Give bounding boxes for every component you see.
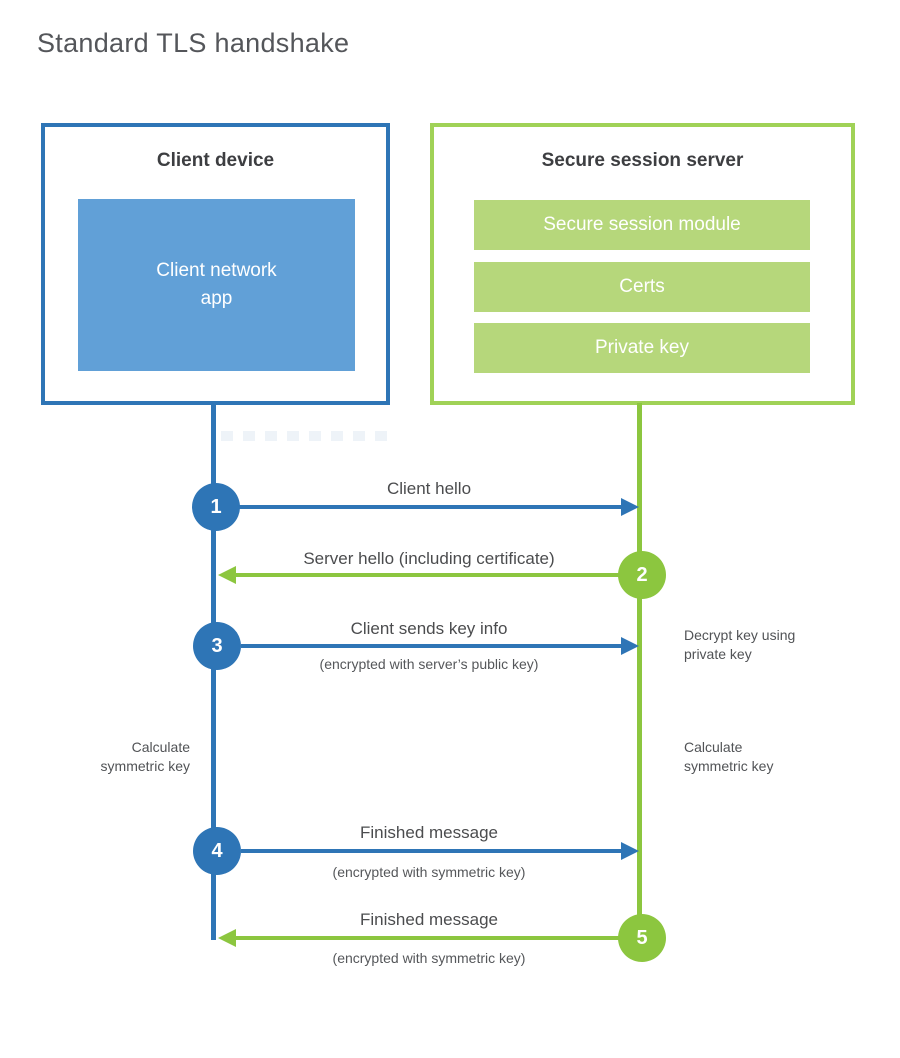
note-decrypt-key: Decrypt key using private key <box>684 627 796 662</box>
arrow-head-right-icon <box>621 842 639 860</box>
message-sublabel-4: (encrypted with symmetric key) <box>332 864 526 880</box>
message-arrow-1-line <box>239 505 621 509</box>
message-label-1: Client hello <box>386 479 472 498</box>
arrow-head-left-icon <box>218 566 236 584</box>
message-sublabel-5: (encrypted with symmetric key) <box>332 950 526 966</box>
server-module-certs: Certs <box>474 262 810 312</box>
client-network-app-module: Client network app <box>78 199 355 371</box>
step-circle-1: 1 <box>192 483 240 531</box>
message-arrow-2-line <box>236 573 640 577</box>
step-circle-2: 2 <box>618 551 666 599</box>
note-calc-symmetric-client: Calculate symmetric key <box>100 739 190 774</box>
arrow-head-right-icon <box>621 498 639 516</box>
message-sublabel-3: (encrypted with server’s public key) <box>319 656 539 672</box>
message-label-2: Server hello (including certificate) <box>303 549 555 568</box>
message-label-5: Finished message <box>360 910 498 929</box>
client-app-label: Client network app <box>156 260 277 309</box>
message-label-3: Client sends key info <box>350 619 508 638</box>
faint-dashes-artifact <box>221 431 393 441</box>
client-lifeline <box>211 403 216 940</box>
arrow-head-left-icon <box>218 929 236 947</box>
message-label-4: Finished message <box>360 823 498 842</box>
page-title: Standard TLS handshake <box>37 28 350 58</box>
client-device-title: Client device <box>156 150 275 171</box>
server-box-title: Secure session server <box>541 150 744 171</box>
message-arrow-5-line <box>236 936 640 940</box>
note-calc-symmetric-server: Calculate symmetric key <box>684 739 774 774</box>
step-circle-5: 5 <box>618 914 666 962</box>
server-module-secure-session: Secure session module <box>474 200 810 250</box>
message-arrow-3-line <box>241 644 621 648</box>
step-circle-3: 3 <box>193 622 241 670</box>
server-lifeline <box>637 403 642 938</box>
server-module-private-key: Private key <box>474 323 810 373</box>
arrow-head-right-icon <box>621 637 639 655</box>
message-arrow-4-line <box>241 849 621 853</box>
step-circle-4: 4 <box>193 827 241 875</box>
